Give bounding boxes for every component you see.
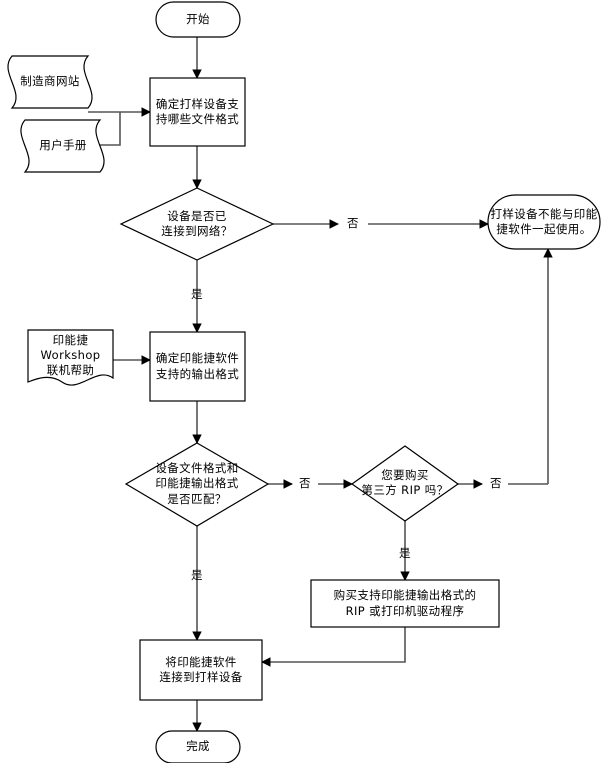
connector-group: [113, 37, 553, 732]
connector-joiners: [88, 111, 548, 485]
shape-proc-connect: [139, 639, 263, 701]
shape-dec-rip: [350, 445, 460, 522]
shape-dec-network: [119, 187, 275, 261]
shape-doc-help: [27, 329, 114, 386]
shape-start: [155, 1, 241, 38]
shape-doc-manual: [20, 119, 105, 173]
shape-doc-vendor: [7, 55, 93, 109]
edge-label-rip-no: 否: [490, 476, 502, 490]
shape-end-unusable: [487, 194, 601, 250]
edge-label-rip-yes: 是: [399, 546, 411, 560]
edge-label-match-yes: 是: [191, 568, 203, 582]
edge-label-network-yes: 是: [191, 287, 203, 301]
shape-end-done: [155, 730, 241, 763]
shape-proc-buyrip: [310, 579, 500, 628]
node-shapes: [7, 1, 601, 763]
edge-label-match-no: 否: [299, 476, 311, 490]
shape-proc-output: [149, 331, 246, 402]
shape-proc-formats: [149, 77, 246, 147]
shape-dec-match: [124, 442, 270, 527]
edge-label-network-no: 否: [347, 216, 359, 230]
edge-buyrip-to-connect: [261, 627, 406, 667]
